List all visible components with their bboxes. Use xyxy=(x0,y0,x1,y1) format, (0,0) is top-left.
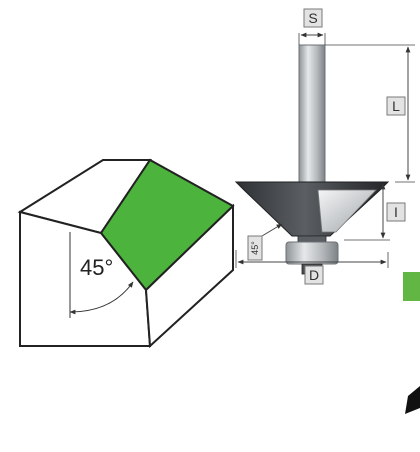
label-s-text: S xyxy=(308,10,317,26)
label-s: S xyxy=(303,8,323,28)
shank xyxy=(298,44,326,186)
label-l: L xyxy=(386,96,406,116)
bearing-washer xyxy=(297,235,327,243)
angle-arc xyxy=(69,281,134,315)
workpiece-block: 45° xyxy=(17,158,235,349)
block-side-face xyxy=(144,203,234,349)
angle-label: 45° xyxy=(80,255,113,280)
label-angle: 45° xyxy=(247,235,263,261)
label-i: I xyxy=(386,202,406,222)
label-angle-text: 45° xyxy=(250,241,260,255)
label-d: D xyxy=(304,265,324,285)
green-tag-fragment xyxy=(403,272,420,301)
label-d-text: D xyxy=(309,267,319,283)
router-bit xyxy=(234,44,390,275)
label-i-text: I xyxy=(394,204,398,220)
dimension-lines xyxy=(235,32,415,268)
label-l-text: L xyxy=(392,98,400,114)
cutting-blade xyxy=(317,189,377,233)
bearing xyxy=(285,241,339,265)
dark-shape-fragment xyxy=(405,386,420,414)
